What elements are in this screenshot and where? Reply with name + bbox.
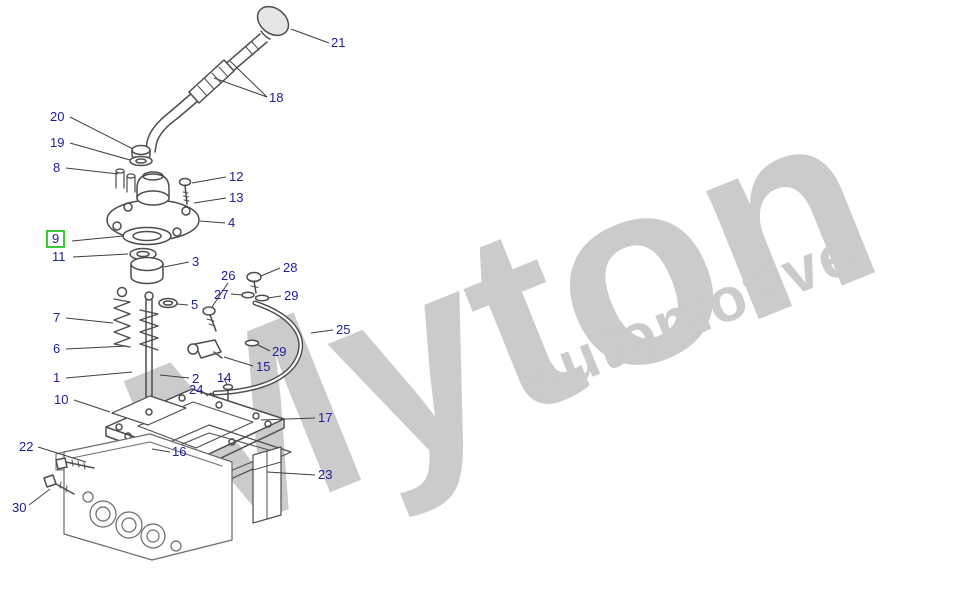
leader-line-16 <box>151 448 171 453</box>
leader-line-27 <box>230 293 244 296</box>
leader-line-19 <box>69 142 131 161</box>
leader-line-6 <box>65 345 128 350</box>
leader-line-26 <box>211 282 229 308</box>
leader-line-21 <box>290 28 330 44</box>
leader-line-17 <box>260 417 316 421</box>
washer-drawing <box>129 155 153 167</box>
bolt-30-drawing <box>43 474 75 495</box>
leader-line-8 <box>65 167 119 175</box>
leader-line-22 <box>37 446 87 463</box>
bolt-12-drawing <box>178 177 192 205</box>
lever-sleeve-drawing <box>188 59 235 104</box>
leader-line-18 <box>213 77 268 98</box>
banjo-bolt-drawing <box>202 306 217 332</box>
leader-line-11 <box>72 253 129 258</box>
leader-line-20 <box>69 116 134 150</box>
leader-line-29 <box>267 295 282 299</box>
leader-line-13 <box>193 197 227 204</box>
gearbox-case-drawing <box>55 433 233 561</box>
bolt-22-drawing <box>55 457 95 470</box>
ring-drawing <box>129 247 157 261</box>
leader-line-7 <box>65 317 114 324</box>
gasket-drawing <box>122 226 172 246</box>
leader-line-15 <box>223 356 254 367</box>
leader-line-30 <box>28 488 51 506</box>
pipe-drawing <box>212 300 304 396</box>
leader-line-14 <box>223 377 228 386</box>
leader-line-9 <box>71 235 124 242</box>
leader-line-18 <box>229 60 268 98</box>
diagram-art <box>43 5 304 561</box>
leader-line-29 <box>257 344 271 352</box>
cup-seal-drawing <box>130 256 164 285</box>
leader-line-24 <box>199 389 209 397</box>
leader-line-4 <box>199 220 226 224</box>
leader-line-25 <box>310 329 334 334</box>
turret-dome-drawing <box>136 171 170 206</box>
leader-line-12 <box>191 176 227 184</box>
bolt-28-drawing <box>241 271 270 347</box>
leader-lines-group <box>28 28 334 506</box>
leader-line-10 <box>73 399 111 413</box>
gear-knob-drawing <box>245 5 290 56</box>
o-ring-drawing <box>158 297 178 309</box>
bolt-14-drawing <box>222 383 234 402</box>
leader-line-2 <box>159 374 190 379</box>
leader-line-1 <box>65 371 133 379</box>
spring-left-drawing <box>113 286 131 348</box>
leader-line-3 <box>163 261 190 268</box>
lever-lower-drawing <box>145 110 179 153</box>
stud-drawing <box>115 168 136 193</box>
side-bracket-drawing <box>252 446 282 524</box>
leader-line-23 <box>266 471 316 476</box>
leader-line-5 <box>176 303 189 306</box>
leader-line-28 <box>260 267 281 277</box>
